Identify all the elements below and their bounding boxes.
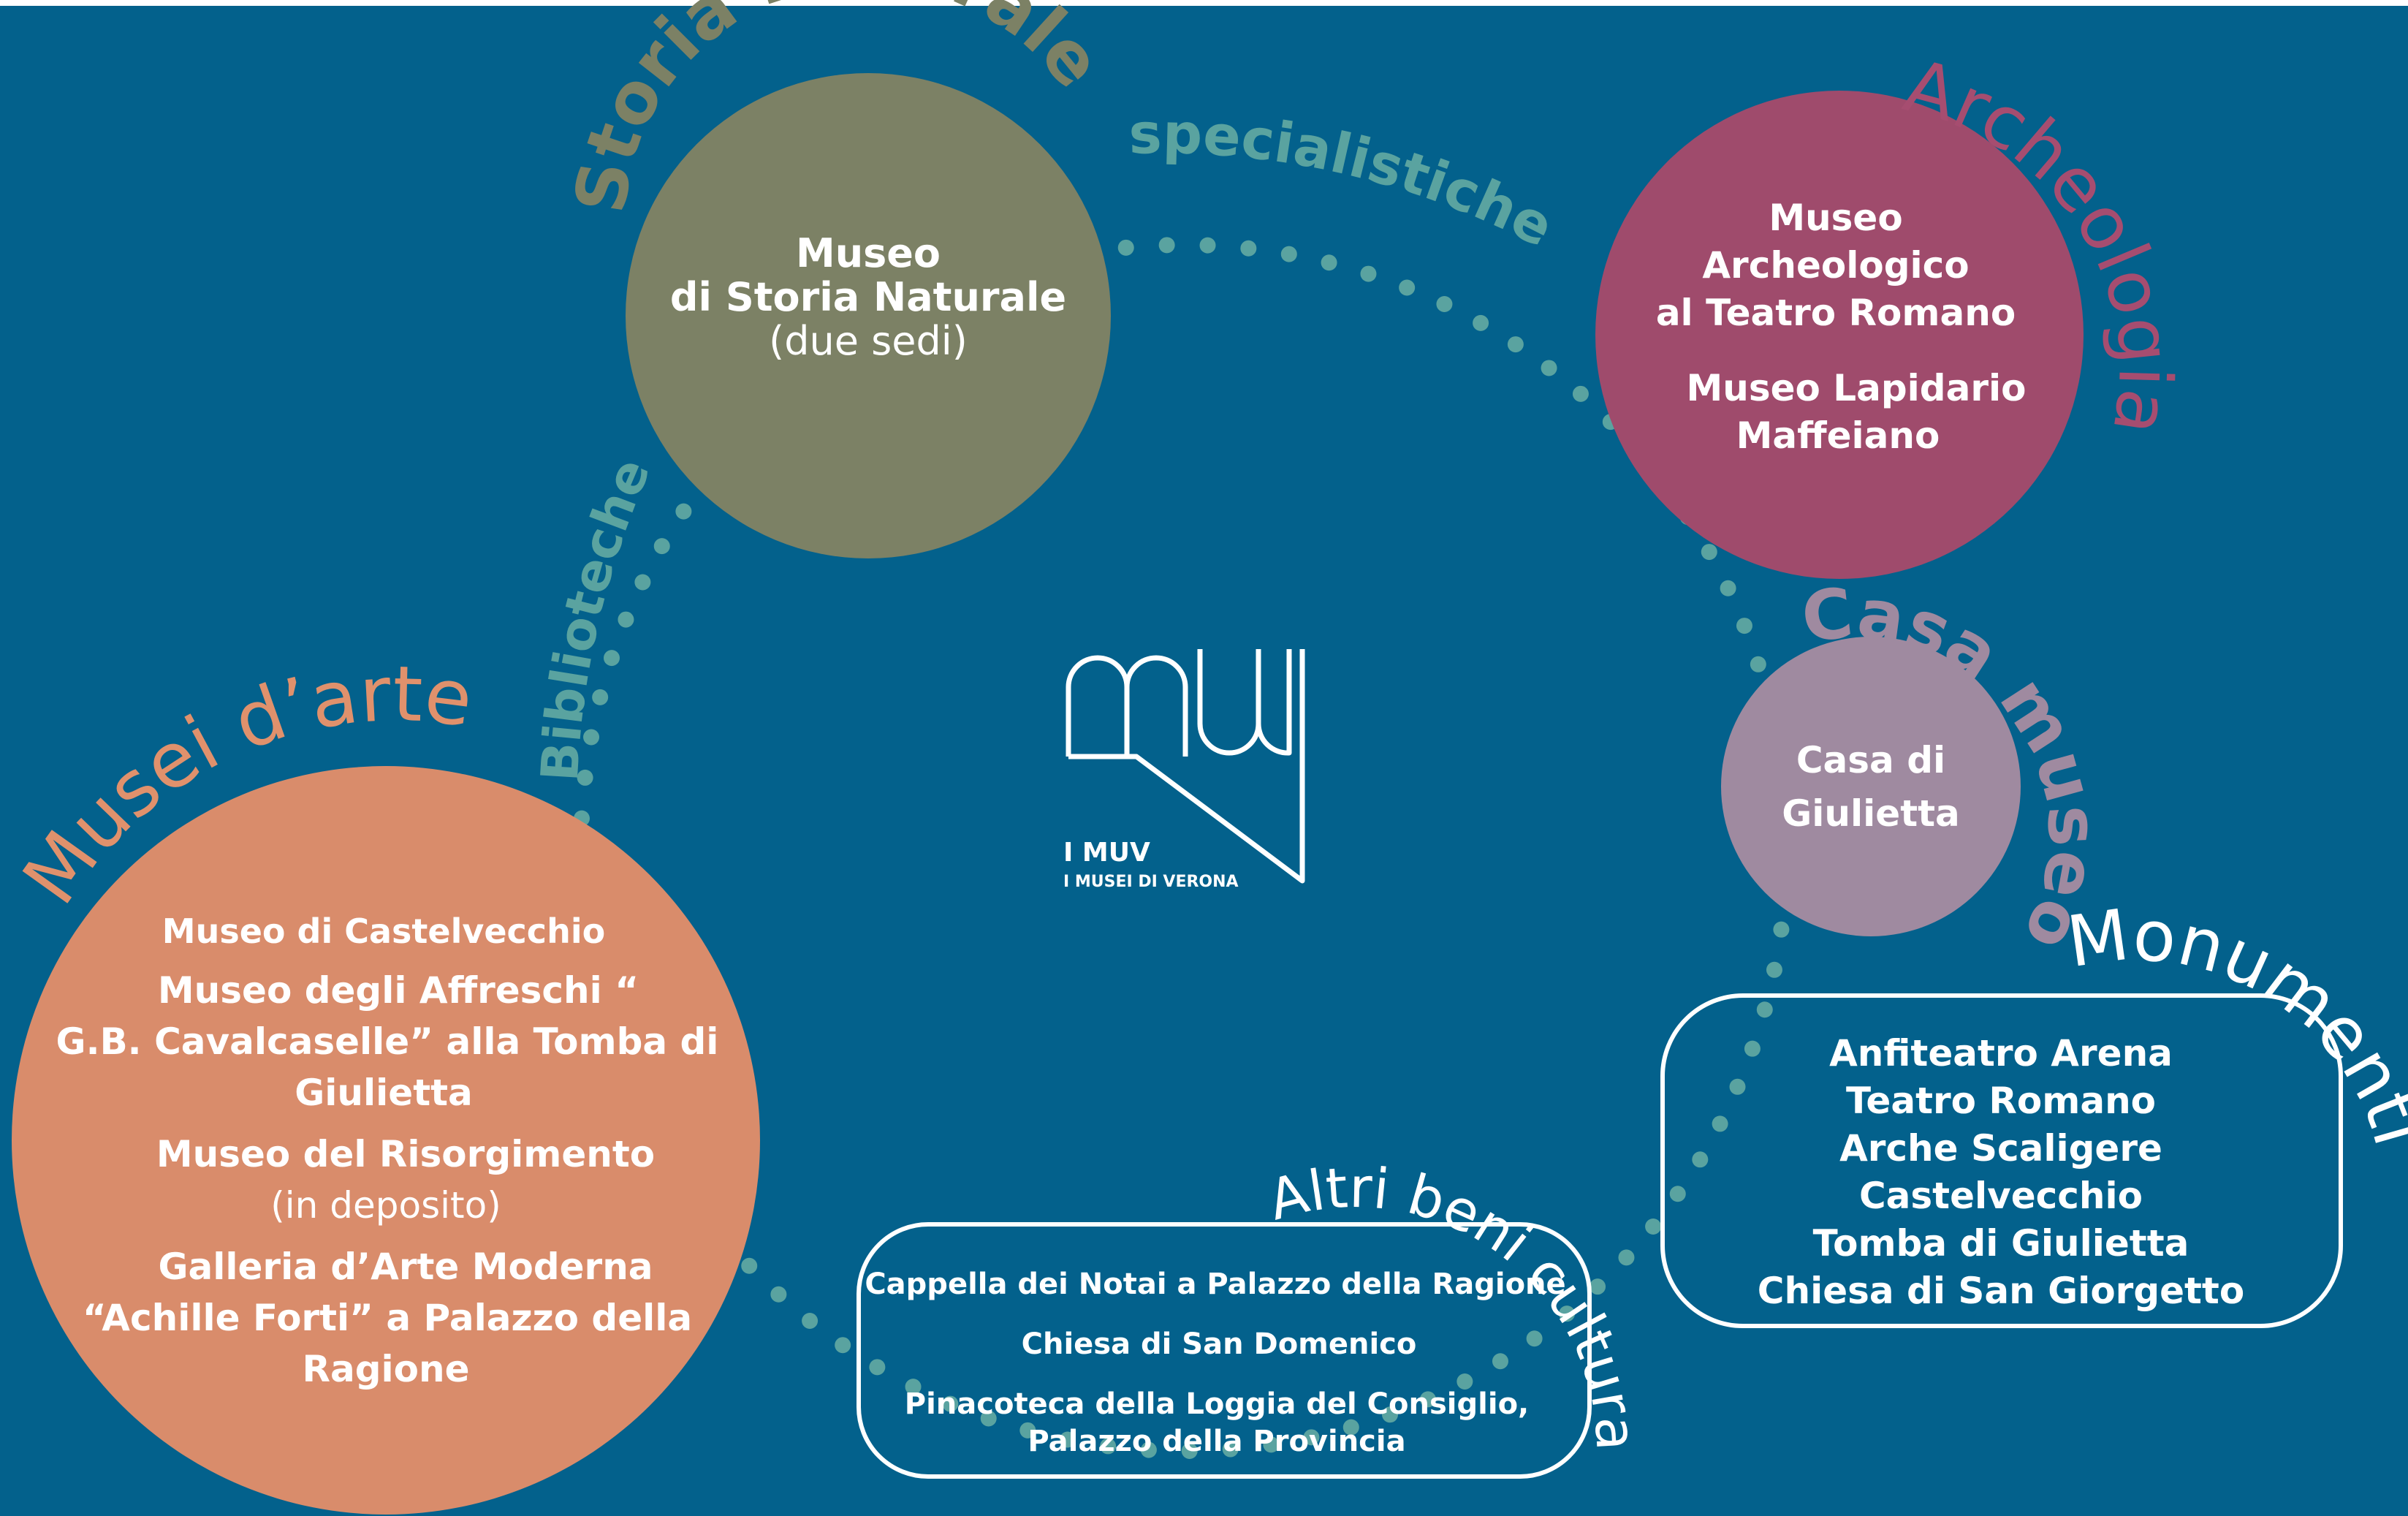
monumenti-item-6: Chiesa di San Giorgetto [1758, 1270, 2244, 1312]
musei-arte-circle [12, 766, 760, 1515]
monumenti-item-2: Teatro Romano [1846, 1080, 2156, 1122]
arte-item-6: (in deposito) [270, 1184, 501, 1227]
muv-logo-name: I MUV [1063, 838, 1150, 868]
archeo-line-5: Maffeiano [1736, 414, 1940, 457]
arte-item-3: G.B. Cavalcaselle” alla Tomba di [56, 1020, 719, 1063]
altri-beni-text: Cappella dei Notai a Palazzo della Ragio… [865, 1267, 1565, 1458]
arte-item-1: Museo di Castelvecchio [162, 912, 605, 951]
arte-item-2: Museo degli Affreschi “ [158, 969, 639, 1012]
monumenti-item-1: Anfiteatro Arena [1829, 1032, 2173, 1075]
archeo-line-1: Museo [1769, 197, 1902, 239]
monumenti-box [1660, 993, 2343, 1328]
archeo-line-4: Museo Lapidario [1687, 367, 2027, 409]
archeo-line-2: Archeologico [1702, 244, 1969, 287]
altri-item-4: Palazzo della Provincia [1028, 1425, 1405, 1458]
storia-naturale-text: Museo di Storia Naturale (due sedi) [670, 230, 1066, 364]
arte-item-4: Giulietta [295, 1072, 473, 1114]
monumenti-item-4: Castelvecchio [1859, 1175, 2143, 1217]
top-border [0, 0, 2408, 6]
monumenti-text: Anfiteatro Arena Teatro Romano Arche Sca… [1758, 1032, 2244, 1312]
casa-line-1: Casa di [1796, 739, 1945, 781]
altri-item-2: Chiesa di San Domenico [1022, 1327, 1417, 1361]
arte-item-7: Galleria d’Arte Moderna [158, 1246, 653, 1288]
archeologia-circle [1595, 91, 2084, 579]
altri-beni-box [857, 1222, 1592, 1479]
storia-line-2: di Storia Naturale [670, 274, 1066, 320]
musei-arte-text: Museo di Castelvecchio Museo degli Affre… [56, 912, 719, 1390]
arte-item-8: “Achille Forti” a Palazzo della [83, 1297, 692, 1339]
storia-line-3: (due sedi) [769, 318, 968, 364]
muv-logo-subtitle: I MUSEI DI VERONA [1063, 873, 1239, 891]
casa-giulietta-text: Casa di Giulietta [1782, 739, 1960, 835]
casa-museo-circle [1721, 637, 2021, 936]
archeo-line-3: al Teatro Romano [1656, 292, 2016, 334]
arte-item-9: Ragione [302, 1348, 469, 1390]
arte-item-5: Museo del Risorgimento [156, 1133, 655, 1175]
monumenti-item-3: Arche Scaligere [1839, 1127, 2162, 1170]
monumenti-item-5: Tomba di Giulietta [1813, 1222, 2189, 1265]
storia-line-1: Museo [796, 230, 941, 276]
altri-item-3: Pinacoteca della Loggia del Consiglio, [905, 1387, 1530, 1421]
altri-item-1: Cappella dei Notai a Palazzo della Ragio… [865, 1267, 1565, 1301]
casa-line-2: Giulietta [1782, 792, 1960, 835]
muv-logo: I MUV I MUSEI DI VERONA [1063, 649, 1305, 891]
muv-logo-mark [1066, 649, 1305, 884]
archeologia-text: Museo Archeologico al Teatro Romano Muse… [1656, 197, 2027, 457]
storia-naturale-circle [626, 73, 1111, 558]
